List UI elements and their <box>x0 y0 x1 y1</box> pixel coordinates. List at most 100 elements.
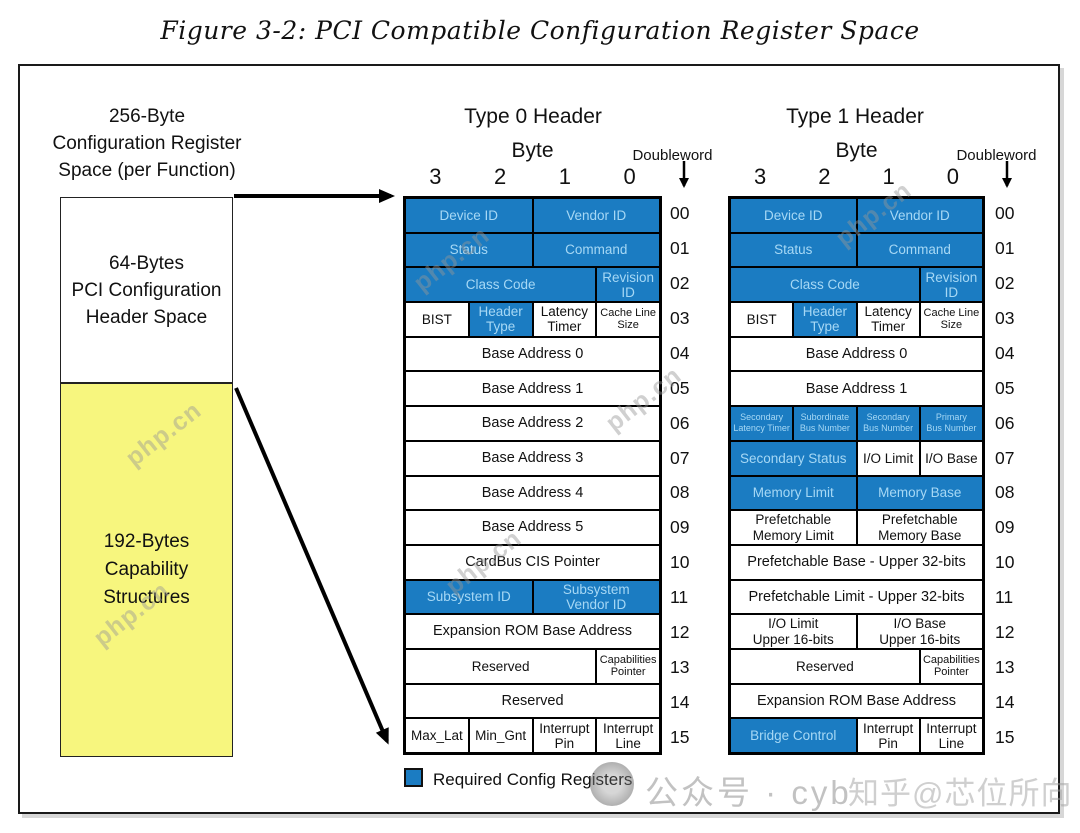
doubleword-number: 09 <box>995 517 1015 538</box>
register-cell-header-type: Header Type <box>793 302 857 337</box>
register-cell-header-type: Header Type <box>468 302 533 337</box>
header-space-box: 64-Bytes PCI Configuration Header Space <box>60 197 233 383</box>
type1-byte-label: Byte <box>835 139 878 162</box>
register-cell-i-o-limit-upper-16-bits: I/O Limit Upper 16-bits <box>730 614 857 649</box>
register-cell-bridge-control: Bridge Control <box>730 718 857 753</box>
doubleword-number: 09 <box>670 517 690 538</box>
register-cell-memory-limit: Memory Limit <box>730 475 857 511</box>
doubleword-number: 15 <box>995 727 1015 748</box>
doubleword-number: 08 <box>995 482 1015 503</box>
register-cell-prefetchable-memory-base: Prefetchable Memory Base <box>856 510 983 545</box>
capability-box: 192-Bytes Capability Structures <box>60 383 233 757</box>
doubleword-number: 04 <box>670 342 690 363</box>
register-cell-i-o-limit: I/O Limit <box>856 440 920 476</box>
type0-byte-label: Byte <box>511 139 554 162</box>
doubleword-number: 01 <box>670 237 690 258</box>
byte-digit-3: 3 <box>754 164 767 189</box>
doubleword-number: 03 <box>670 307 690 328</box>
doubleword-number: 12 <box>670 622 690 643</box>
type0-title: Type 0 Header <box>464 105 602 128</box>
required-register-swatch <box>404 768 423 787</box>
register-cell-secondary-status: Secondary Status <box>730 440 857 476</box>
type0-doubleword-label: Doubleword <box>632 147 713 164</box>
register-cell-bist: BIST <box>405 302 469 337</box>
register-cell-subsystem-id: Subsystem ID <box>405 579 533 615</box>
register-cell-status: Status <box>730 232 857 268</box>
doubleword-number: 07 <box>670 447 690 468</box>
register-cell-primary-bus-number: Primary Bus Number <box>919 406 983 441</box>
byte-digit-3: 3 <box>429 164 442 189</box>
register-cell-reserved: Reserved <box>730 648 920 684</box>
doubleword-number: 13 <box>670 657 690 678</box>
capability-label: 192-Bytes Capability Structures <box>103 531 190 608</box>
register-cell-class-code: Class Code <box>405 267 597 303</box>
doubleword-number: 15 <box>670 727 690 748</box>
register-cell-latency-timer: Latency Timer <box>532 302 597 337</box>
register-cell-interrupt-line: Interrupt Line <box>919 718 983 753</box>
doubleword-number: 04 <box>995 342 1015 363</box>
doubleword-number: 10 <box>995 552 1015 573</box>
byte-digit-1: 1 <box>558 164 571 189</box>
doubleword-number: 10 <box>670 552 690 573</box>
doubleword-number: 08 <box>670 482 690 503</box>
doubleword-number: 02 <box>670 272 690 293</box>
doubleword-number: 07 <box>995 447 1015 468</box>
register-cell-base-address-2: Base Address 2 <box>405 406 660 441</box>
header-space-label: 64-Bytes PCI Configuration Header Space <box>71 252 222 328</box>
register-cell-interrupt-line: Interrupt Line <box>596 718 660 753</box>
byte-digit-0: 0 <box>946 164 959 189</box>
register-cell-subsystem-vendor-id: Subsystem Vendor ID <box>532 579 660 615</box>
register-cell-prefetchable-limit-upper-32-bits: Prefetchable Limit - Upper 32-bits <box>730 579 983 615</box>
doubleword-number: 03 <box>995 307 1015 328</box>
register-cell-secondary-bus-number: Secondary Bus Number <box>856 406 920 441</box>
register-cell-i-o-base: I/O Base <box>919 440 983 476</box>
figure-border <box>18 64 1060 814</box>
register-cell-vendor-id: Vendor ID <box>856 198 983 233</box>
register-cell-subordinate-bus-number: Subordinate Bus Number <box>793 406 857 441</box>
doubleword-number: 11 <box>670 587 689 608</box>
register-cell-device-id: Device ID <box>405 198 533 233</box>
register-cell-expansion-rom-base-address: Expansion ROM Base Address <box>730 683 983 719</box>
register-cell-prefetchable-memory-limit: Prefetchable Memory Limit <box>730 510 857 545</box>
type1-doubleword-label: Doubleword <box>956 147 1037 164</box>
doubleword-number: 06 <box>670 412 690 433</box>
register-cell-cache-line-size: Cache Line Size <box>596 302 660 337</box>
register-cell-base-address-3: Base Address 3 <box>405 440 660 476</box>
register-cell-revision-id: Revision ID <box>596 267 660 303</box>
register-cell-prefetchable-base-upper-32-bits: Prefetchable Base - Upper 32-bits <box>730 544 983 580</box>
register-cell-expansion-rom-base-address: Expansion ROM Base Address <box>405 614 660 649</box>
register-cell-command: Command <box>856 232 983 268</box>
register-cell-reserved: Reserved <box>405 683 660 719</box>
byte-digit-2: 2 <box>818 164 831 189</box>
doubleword-number: 14 <box>670 692 690 713</box>
register-cell-device-id: Device ID <box>730 198 857 233</box>
doubleword-number: 06 <box>995 412 1015 433</box>
register-cell-base-address-1: Base Address 1 <box>405 371 660 407</box>
doubleword-number: 11 <box>995 587 1014 608</box>
register-cell-bist: BIST <box>730 302 794 337</box>
register-cell-interrupt-pin: Interrupt Pin <box>532 718 597 753</box>
register-cell-base-address-4: Base Address 4 <box>405 475 660 511</box>
register-cell-class-code: Class Code <box>730 267 920 303</box>
register-cell-i-o-base-upper-16-bits: I/O Base Upper 16-bits <box>856 614 983 649</box>
figure-title: Figure 3-2: PCI Compatible Configuration… <box>160 16 920 45</box>
register-cell-memory-base: Memory Base <box>856 475 983 511</box>
doubleword-number: 13 <box>995 657 1015 678</box>
register-cell-base-address-1: Base Address 1 <box>730 371 983 407</box>
doubleword-number: 05 <box>995 377 1015 398</box>
doubleword-number: 00 <box>995 202 1015 223</box>
register-cell-cardbus-cis-pointer: CardBus CIS Pointer <box>405 544 660 580</box>
doubleword-number: 12 <box>995 622 1015 643</box>
register-cell-latency-timer: Latency Timer <box>856 302 920 337</box>
register-cell-interrupt-pin: Interrupt Pin <box>856 718 920 753</box>
byte-digit-0: 0 <box>623 164 636 189</box>
doubleword-number: 01 <box>995 237 1015 258</box>
register-cell-status: Status <box>405 232 533 268</box>
register-cell-vendor-id: Vendor ID <box>532 198 660 233</box>
legend-label: Required Config Registers <box>433 770 633 789</box>
